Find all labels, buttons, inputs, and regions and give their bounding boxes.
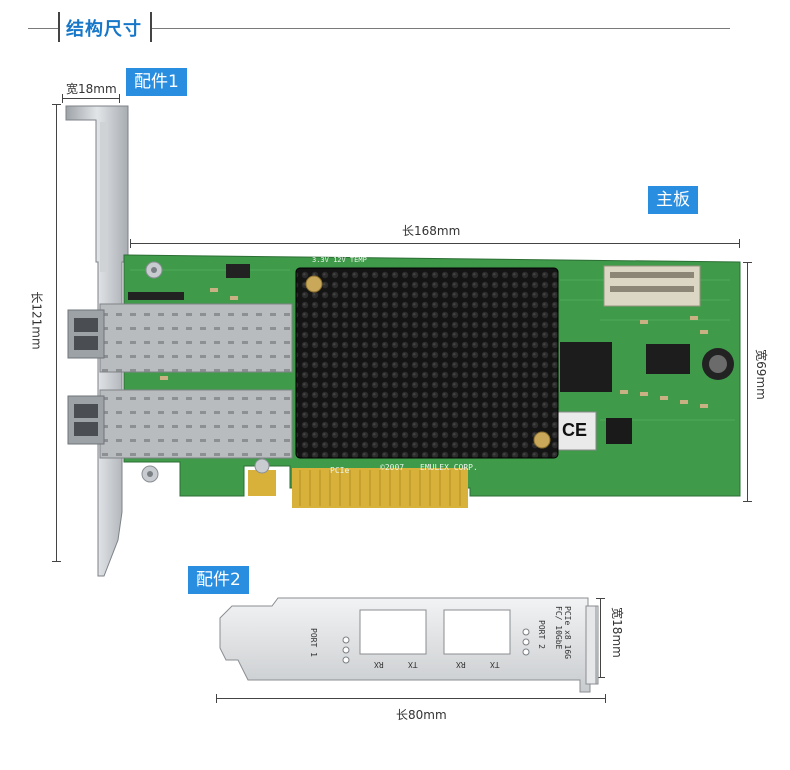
header-rule-left (28, 28, 58, 29)
bracket2-length-line (216, 698, 606, 699)
accessory1-tag: 配件1 (126, 68, 187, 96)
bracket2-port1-label: PORT 1 (309, 628, 318, 657)
board-brand-text: EMULEX CORP. (420, 463, 478, 472)
bracket2-spec-label: PCIe x8 16G FC/ 10GbE (554, 606, 572, 659)
bracket2-rx1-label: RX (374, 660, 384, 669)
bracket1-length-cap-b (52, 561, 61, 562)
bracket2-length-label: 长80mm (396, 708, 447, 722)
bracket2 (219, 597, 599, 693)
bracket2-port2-label: PORT 2 (537, 620, 546, 649)
board-width-cap-t (743, 262, 752, 263)
bracket2-tx1-label: TX (408, 660, 418, 669)
mainboard-tag: 主板 (648, 186, 698, 214)
header-rule-right (152, 28, 730, 29)
board-length-cap-l (130, 239, 131, 248)
bracket2-width-cap-b (596, 677, 605, 678)
board-width-line (747, 262, 748, 502)
board-width-cap-b (743, 501, 752, 502)
bracket2-length-cap-l (216, 694, 217, 703)
bracket1-width-line (62, 98, 120, 99)
bracket2-rx2-label: RX (456, 660, 466, 669)
board-year-text: ©2007 (380, 463, 405, 472)
board-length-cap-r (739, 239, 740, 248)
bracket1-width-cap-l (62, 94, 63, 103)
bracket2-length-cap-r (605, 694, 606, 703)
bracket1-width-cap-r (119, 94, 120, 103)
page-title: 结构尺寸 (66, 19, 142, 40)
header-tick-right (150, 12, 152, 42)
accessory2-tag: 配件2 (188, 566, 249, 594)
heatsink (295, 267, 559, 459)
header-tick-left (58, 12, 60, 42)
board-length-line (130, 243, 740, 244)
bracket1-width-label: 宽18mm (66, 82, 117, 96)
bracket2-tx2-label: TX (490, 660, 500, 669)
sfp-cages (67, 303, 293, 459)
board-length-label: 长168mm (402, 224, 461, 238)
bracket1-length-cap-t (52, 104, 61, 105)
board-pci-text: PCIe (330, 466, 350, 475)
ce-mark: CE (562, 420, 588, 440)
board-volt-text: 3.3V 12V TEMP (312, 256, 367, 264)
bracket1-length-line (56, 104, 57, 562)
bracket2-width-line (600, 598, 601, 678)
bracket2-width-cap-t (596, 598, 605, 599)
